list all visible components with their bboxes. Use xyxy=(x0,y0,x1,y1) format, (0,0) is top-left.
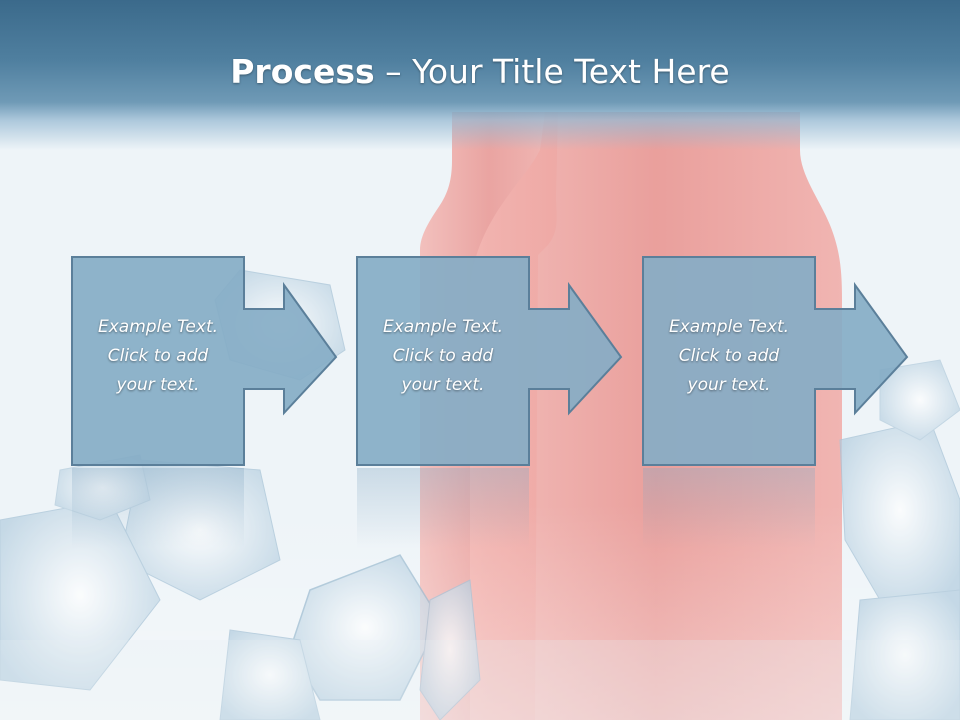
step-3-line-3: your text. xyxy=(687,375,771,395)
process-step-2[interactable]: Example Text. Click to add your text. xyxy=(356,256,623,466)
step-1-arrow-shape xyxy=(71,256,338,466)
step-1-line-2: Click to add xyxy=(107,346,209,366)
title-rest: Your Title Text Here xyxy=(412,52,730,91)
step-3-reflection xyxy=(643,468,815,548)
ice-cubes xyxy=(0,269,960,720)
step-1-text[interactable]: Example Text. Click to add your text. xyxy=(72,313,244,400)
title-bold: Process xyxy=(230,52,375,91)
process-step-1[interactable]: Example Text. Click to add your text. xyxy=(71,256,338,466)
step-2-line-3: your text. xyxy=(401,375,485,395)
slide-title[interactable]: Process – Your Title Text Here xyxy=(0,52,960,91)
step-3-arrow-shape xyxy=(642,256,909,466)
step-3-line-2: Click to add xyxy=(678,346,780,366)
process-step-3[interactable]: Example Text. Click to add your text. xyxy=(642,256,909,466)
step-1-line-3: your text. xyxy=(116,375,200,395)
step-2-line-2: Click to add xyxy=(392,346,494,366)
step-2-text[interactable]: Example Text. Click to add your text. xyxy=(357,313,529,400)
step-2-reflection xyxy=(357,468,529,548)
step-3-line-1: Example Text. xyxy=(668,317,790,337)
step-1-reflection xyxy=(72,468,244,548)
step-2-arrow-shape xyxy=(356,256,623,466)
title-bar xyxy=(0,0,960,150)
step-2-line-1: Example Text. xyxy=(382,317,504,337)
step-3-text[interactable]: Example Text. Click to add your text. xyxy=(643,313,815,400)
title-dash: – xyxy=(374,52,413,91)
step-1-line-1: Example Text. xyxy=(97,317,219,337)
